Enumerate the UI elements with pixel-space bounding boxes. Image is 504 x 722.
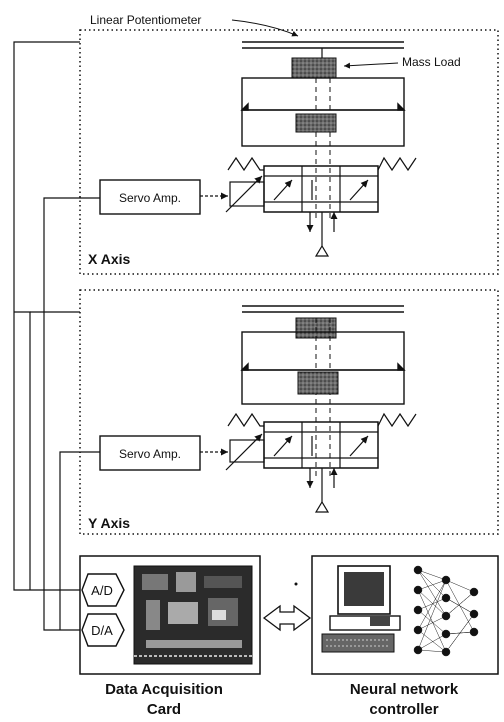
- x-axis-section: Linear Potentiometer Mass Load: [80, 13, 498, 274]
- data-acquisition-card: A/D D/A Data Acquisition Card: [80, 556, 260, 718]
- x-axis-label: X Axis: [88, 251, 130, 267]
- linear-potentiometer-label: Linear Potentiometer: [90, 13, 201, 27]
- y-cylinder: [242, 318, 404, 476]
- x-cylinder: [242, 78, 404, 220]
- x-servo-amp-label: Servo Amp.: [119, 191, 181, 205]
- y-axis-section: Servo Amp. Y Axis: [80, 290, 498, 534]
- y-axis-label: Y Axis: [88, 515, 130, 531]
- y-servo-valve: [226, 414, 416, 512]
- daq-title-line1: Data Acquisition: [105, 681, 223, 698]
- nn-title-line1: Neural network: [350, 681, 459, 698]
- x-servo-valve: [226, 158, 416, 256]
- bidirectional-link: [264, 606, 310, 630]
- y-mass-load-bottom: [298, 372, 338, 394]
- ad-label: A/D: [91, 583, 113, 598]
- nn-title-line2: controller: [369, 701, 438, 718]
- y-servo-amp-label: Servo Amp.: [119, 447, 181, 461]
- signal-wiring: [14, 42, 100, 630]
- mass-load-top: [292, 58, 336, 78]
- y-axis-boundary: [80, 290, 498, 534]
- da-label: D/A: [91, 623, 113, 638]
- mass-load-label: Mass Load: [402, 55, 461, 69]
- mass-load-bottom: [296, 114, 336, 132]
- daq-title-line2: Card: [147, 701, 181, 718]
- circuit-board: [134, 566, 252, 664]
- neural-network-controller: Neural network controller: [312, 556, 498, 718]
- linear-potentiometer: Linear Potentiometer: [90, 13, 404, 58]
